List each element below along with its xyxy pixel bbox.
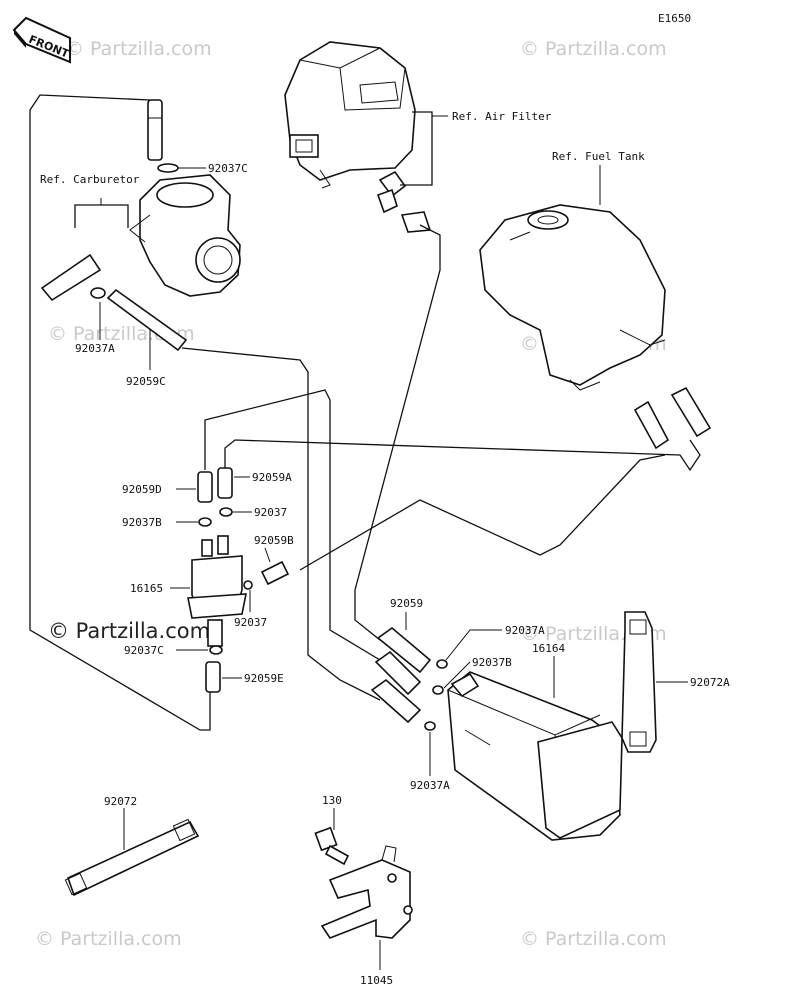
label-92059D: 92059D bbox=[122, 483, 162, 496]
clamp-92037A-bottom bbox=[424, 721, 436, 731]
bolt-130 bbox=[314, 826, 350, 866]
canister-16164 bbox=[447, 671, 623, 841]
label-92037: 92037 bbox=[254, 506, 287, 519]
label-92037-lower: 92037 bbox=[234, 616, 267, 629]
tank-fittings bbox=[633, 386, 712, 450]
watermark: © Partzilla.com bbox=[520, 38, 667, 60]
label-92037A: 92037A bbox=[75, 342, 115, 355]
hose-92059D bbox=[197, 471, 213, 503]
hose-routing bbox=[29, 94, 701, 731]
carburetor bbox=[129, 174, 241, 297]
ref-carburetor-label: Ref. Carburetor bbox=[40, 173, 140, 186]
label-92059A: 92059A bbox=[252, 471, 292, 484]
leader-line bbox=[445, 629, 502, 661]
clamp-92037A bbox=[90, 287, 106, 299]
diagram-code: E1650 bbox=[658, 12, 691, 25]
clamp-92037 bbox=[219, 507, 233, 517]
bracket-11045 bbox=[320, 845, 413, 939]
ref-air-filter-label: Ref. Air Filter bbox=[452, 110, 552, 123]
label-11045: 11045 bbox=[360, 974, 393, 987]
label-92037C: 92037C bbox=[208, 162, 248, 175]
carb-fitting bbox=[40, 253, 102, 302]
label-16165: 16165 bbox=[130, 582, 163, 595]
label-92072A: 92072A bbox=[690, 676, 730, 689]
hoses-92059 bbox=[370, 626, 432, 724]
clamp-92037C-lower bbox=[209, 645, 223, 655]
label-92037B-right: 92037B bbox=[472, 656, 512, 669]
label-92059: 92059 bbox=[390, 597, 423, 610]
watermark-large: © Partzilla.com bbox=[48, 619, 210, 643]
strap-92072 bbox=[64, 818, 200, 897]
fuel-valve-16165 bbox=[187, 535, 253, 647]
label-130: 130 bbox=[322, 794, 342, 807]
hose-92059B bbox=[260, 560, 290, 586]
clamp-92037C bbox=[157, 163, 179, 173]
hose-92059E bbox=[205, 661, 221, 693]
ref-fuel-tank-label: Ref. Fuel Tank bbox=[552, 150, 645, 163]
watermark: © Partzilla.com bbox=[65, 38, 212, 60]
hose-92059A bbox=[217, 467, 233, 499]
leader-line bbox=[443, 661, 471, 689]
leader-line bbox=[264, 547, 271, 563]
air-filter-ref-bracket bbox=[400, 111, 433, 186]
label-92037A-right: 92037A bbox=[505, 624, 545, 637]
label-92037A-bottom: 92037A bbox=[410, 779, 450, 792]
label-92072: 92072 bbox=[104, 795, 137, 808]
label-92059B: 92059B bbox=[254, 534, 294, 547]
fuel-tank bbox=[479, 204, 666, 391]
label-92059C: 92059C bbox=[126, 375, 166, 388]
label-92037B: 92037B bbox=[122, 516, 162, 529]
air-filter-housing bbox=[284, 41, 432, 233]
vent-tube-top bbox=[147, 99, 163, 161]
clamp-92037B-right bbox=[432, 685, 444, 695]
watermark: © Partzilla.com bbox=[35, 928, 182, 950]
clamp-92037A-right bbox=[436, 659, 448, 669]
hose-92059C bbox=[106, 288, 188, 352]
label-92037C-lower: 92037C bbox=[124, 644, 164, 657]
watermark: © Partzilla.com bbox=[520, 928, 667, 950]
carburetor-ref-bracket bbox=[74, 204, 129, 228]
label-92059E: 92059E bbox=[244, 672, 284, 685]
strap-92072A bbox=[621, 611, 657, 753]
label-16164: 16164 bbox=[532, 642, 565, 655]
clamp-92037B bbox=[198, 517, 212, 527]
front-arrow-icon: FRONT bbox=[12, 16, 71, 64]
